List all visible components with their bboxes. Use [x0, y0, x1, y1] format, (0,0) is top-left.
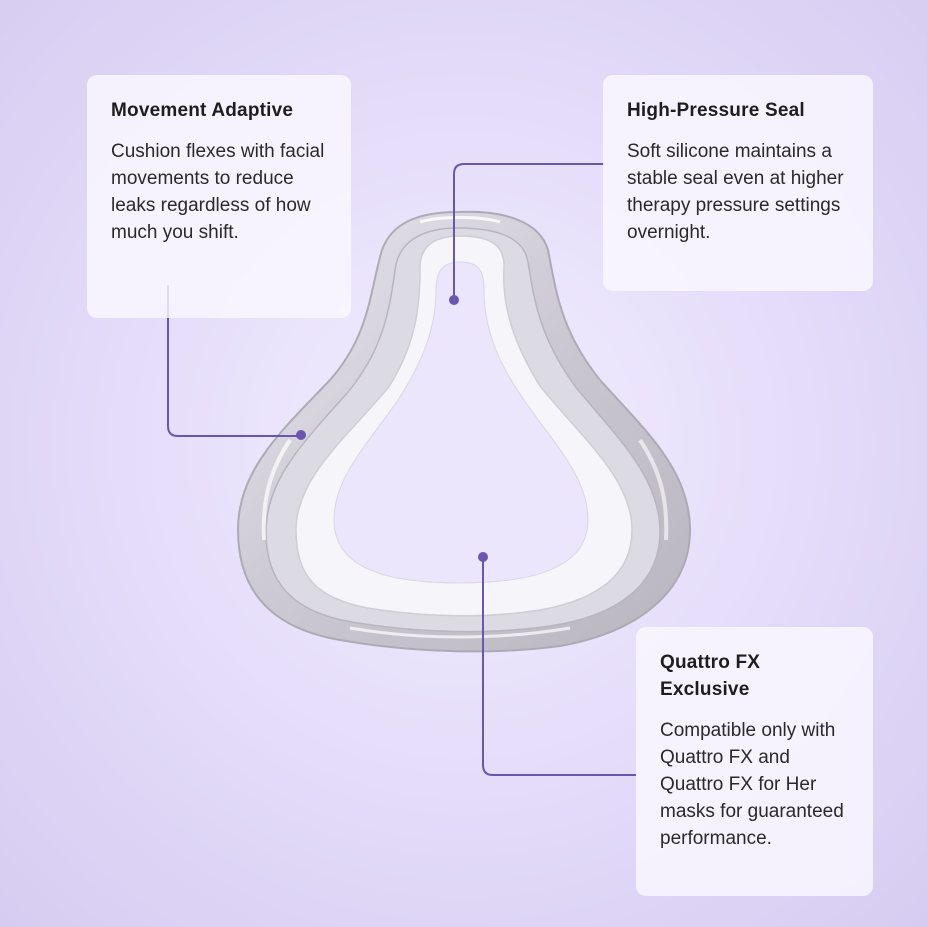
connector-seal: [453, 163, 604, 300]
connector-movement: [167, 285, 300, 437]
connector-quattro: [482, 557, 636, 776]
callout-quattro-fx-exclusive: Quattro FX Exclusive Compatible only wit…: [636, 627, 873, 896]
callout-movement-body: Cushion flexes with facial movements to …: [111, 141, 325, 243]
callout-seal-body: Soft silicone maintains a stable seal ev…: [627, 141, 844, 243]
cushion-opening: [333, 261, 589, 584]
callout-quattro-body: Compatible only with Quattro FX and Quat…: [660, 720, 844, 849]
callout-seal-title: High-Pressure Seal: [627, 100, 805, 121]
callout-quattro-title: Quattro FX Exclusive: [660, 652, 761, 700]
callout-movement-adaptive: Movement Adaptive Cushion flexes with fa…: [87, 75, 351, 318]
marker-dot-quattro: [478, 552, 488, 562]
callout-movement-title: Movement Adaptive: [111, 100, 294, 121]
callout-high-pressure-seal: High-Pressure Seal Soft silicone maintai…: [603, 75, 873, 291]
mask-cushion: [236, 210, 692, 653]
marker-dot-seal: [449, 295, 459, 305]
marker-dot-movement: [296, 430, 306, 440]
